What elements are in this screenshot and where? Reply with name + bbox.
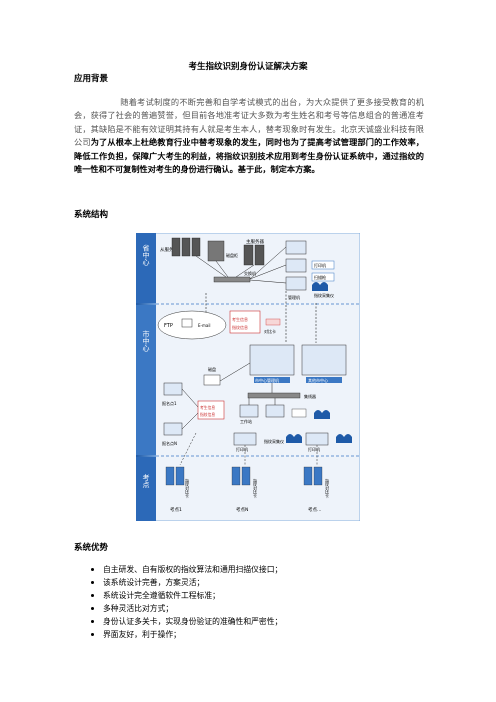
section-heading-background: 应用背景 (74, 74, 109, 84)
svg-text:交换机: 交换机 (244, 270, 256, 276)
paragraph-text: 随着考试制度的不断完善和自学考试模式的出台，为大众提供了更多接受教育的机会，获得… (74, 97, 424, 148)
disk-group: 磁盘 (203, 366, 221, 386)
svg-text:考生信息: 考生信息 (232, 316, 248, 322)
svg-text:指纹信息: 指纹信息 (232, 324, 248, 330)
svg-text:集线器: 集线器 (304, 393, 316, 399)
province-pcs: 打印机 扫描枪 管理机 指纹采集仪 (285, 240, 335, 300)
section-heading-architecture: 系统结构 (74, 210, 109, 220)
list-item: 多种灵活比对方式； (91, 602, 282, 615)
svg-text:指纹对比卡: 指纹对比卡 (252, 478, 258, 498)
system-architecture-diagram: 省中心 市中心 考点 从服务器 磁盘柜 主服务器 交换机 打印机 扫描枪 管理机… (136, 233, 360, 521)
main-server-group: 主服务器 (243, 238, 264, 266)
city-band (136, 305, 156, 455)
section-heading-advantages: 系统优势 (74, 543, 109, 553)
bullet-icon (91, 594, 94, 597)
bullet-icon (91, 633, 94, 636)
background-paragraph: 随着考试制度的不断完善和自学考试模式的出台，为大众提供了更多接受教育的机会，获得… (74, 96, 424, 176)
bullet-icon (91, 607, 94, 610)
advantages-list: 自主研发、自有版权的指纹算法和通用扫描仪接口； 该系统设计完善，方案灵活； 系统… (91, 563, 282, 641)
exam-point-1: 考点1 (170, 507, 182, 513)
reg-points: 报名点1 报名点N 考生信息 指纹信息 (162, 382, 225, 446)
document-title: 考生指纹识别身份认证解决方案 (188, 62, 308, 72)
svg-text:指纹对比卡: 指纹对比卡 (324, 478, 330, 498)
exam-info-box-top: 考生信息 指纹信息 对比卡 (229, 310, 281, 334)
list-item: 该系统设计完善，方案灵活； (91, 576, 282, 589)
svg-text:其他市中心: 其他市中心 (308, 377, 328, 383)
svg-text:扫描枪: 扫描枪 (314, 274, 326, 280)
svg-text:从服务器: 从服务器 (160, 246, 178, 253)
bullet-icon (91, 568, 94, 571)
exam-point-n: 考点N (236, 507, 248, 513)
svg-text:报名点1: 报名点1 (162, 400, 177, 406)
ftp-email-cloud: FTP E-mail (157, 310, 227, 340)
svg-text:打印机: 打印机 (236, 446, 248, 452)
svg-text:指纹采集仪: 指纹采集仪 (314, 292, 334, 298)
svg-text:指纹信息: 指纹信息 (200, 412, 215, 417)
city-mgmt-group: 市中心管理机 其他市中心 (249, 344, 347, 383)
svg-text:E-mail: E-mail (198, 323, 211, 328)
bullet-icon (91, 620, 94, 623)
band-exam-label: 考点 (142, 474, 150, 489)
svg-text:指纹采集仪: 指纹采集仪 (264, 438, 284, 444)
hub-group: 集线器 (247, 392, 316, 399)
exam-point-more: 考点… (308, 507, 322, 513)
svg-text:工作站: 工作站 (240, 418, 252, 424)
svg-text:报名点N: 报名点N (162, 440, 177, 446)
switch-group: 交换机 (213, 270, 256, 283)
list-item: 身份认证多关卡，实现身份验证的准确性和严密性； (91, 615, 282, 628)
svg-text:打印机: 打印机 (314, 262, 326, 268)
svg-text:打印机: 打印机 (308, 446, 320, 452)
svg-text:磁盘柜: 磁盘柜 (226, 252, 238, 258)
exam-printers: 打印机 打印机 指纹采集仪 (233, 432, 352, 452)
province-band (136, 233, 156, 303)
exam-band (136, 457, 156, 521)
svg-text:对比卡: 对比卡 (264, 328, 276, 334)
svg-text:主服务器: 主服务器 (246, 238, 264, 245)
paragraph-emphasis: 为了从根本上杜绝教育行业中替考现象的发生，同时也为了提高考试管理部门的工作效率，… (74, 137, 424, 175)
svg-text:FTP: FTP (164, 323, 173, 329)
list-item: 自主研发、自有版权的指纹算法和通用扫描仪接口； (91, 563, 282, 576)
band-city-label: 市中心 (142, 330, 150, 352)
svg-text:考生信息: 考生信息 (200, 405, 215, 410)
band-province-label: 省中心 (142, 244, 150, 266)
svg-text:市中心管理机: 市中心管理机 (255, 377, 279, 383)
svg-text:指纹对比卡: 指纹对比卡 (184, 478, 190, 498)
compare-cards: 指纹对比卡 指纹对比卡 指纹对比卡 (165, 466, 331, 499)
svg-text:管理机: 管理机 (288, 294, 300, 300)
list-item: 系统设计完全遵循软件工程标准； (91, 589, 282, 602)
workstations: 工作站 (239, 404, 330, 424)
svg-text:磁盘: 磁盘 (208, 366, 216, 372)
bullet-icon (91, 581, 94, 584)
list-item: 界面友好，利于操作； (91, 628, 282, 641)
